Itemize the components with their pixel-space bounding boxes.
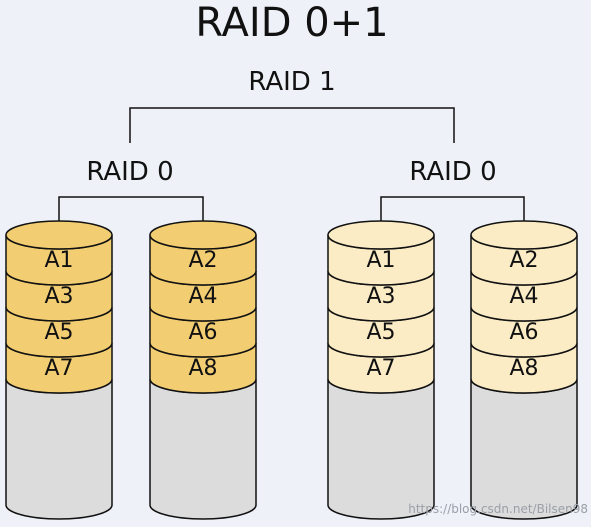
- block-label: A5: [366, 320, 395, 345]
- mirror-connector: [129, 107, 455, 143]
- disk-top: [327, 220, 435, 250]
- block-label: A4: [188, 284, 217, 309]
- disk-empty-space: [5, 378, 113, 520]
- disk-empty-space: [149, 378, 257, 520]
- block-label: A2: [188, 248, 217, 273]
- stripe-connector-left: [58, 196, 204, 230]
- diagram-title: RAID 0+1: [195, 0, 388, 46]
- disk-top: [470, 220, 578, 250]
- block-label: A3: [44, 284, 73, 309]
- block-label: A2: [509, 248, 538, 273]
- block-label: A3: [366, 284, 395, 309]
- block-label: A8: [188, 356, 217, 381]
- mirror-label: RAID 1: [248, 67, 335, 97]
- block-label: A6: [188, 320, 217, 345]
- block-label: A5: [44, 320, 73, 345]
- stripe-label-right: RAID 0: [409, 157, 496, 187]
- block-label: A7: [366, 356, 395, 381]
- block-label: A7: [44, 356, 73, 381]
- block-label: A1: [44, 248, 73, 273]
- block-label: A8: [509, 356, 538, 381]
- block-label: A4: [509, 284, 538, 309]
- block-label: A1: [366, 248, 395, 273]
- stripe-label-left: RAID 0: [86, 157, 173, 187]
- disk-empty-space: [470, 378, 578, 520]
- disk-top: [5, 220, 113, 250]
- block-label: A6: [509, 320, 538, 345]
- disk-top: [149, 220, 257, 250]
- disk-empty-space: [327, 378, 435, 520]
- stripe-connector-right: [380, 196, 525, 230]
- watermark: https://blog.csdn.net/Bilsen98: [408, 502, 588, 516]
